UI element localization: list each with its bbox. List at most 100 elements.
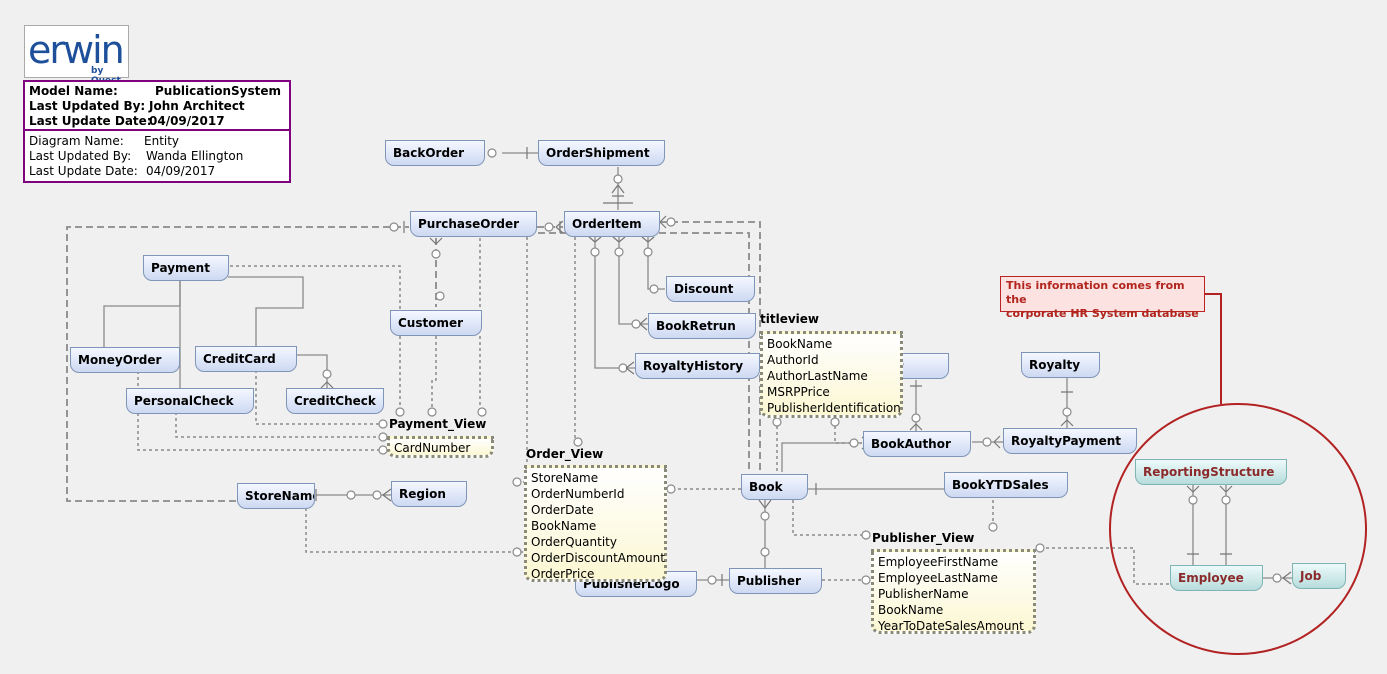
rel-orderitem-bookretrun [618, 237, 648, 325]
entity-bookauthor[interactable]: BookAuthor [863, 431, 971, 457]
view-column: MSRPPrice [767, 385, 830, 399]
rel-orderitem-book [660, 221, 761, 472]
card-circle [477, 407, 487, 417]
entity-creditcheck[interactable]: CreditCheck [286, 388, 384, 414]
card-circle [760, 511, 770, 521]
entity-bookretrun[interactable]: BookRetrun [648, 313, 756, 339]
entity-book[interactable]: Book [741, 474, 808, 500]
erwin-logo: erwin by Quest [24, 25, 129, 86]
view-rel-creditcard [255, 370, 383, 425]
entity-customer[interactable]: Customer [390, 310, 482, 336]
view-column: BookName [767, 337, 833, 351]
entity-publisher[interactable]: Publisher [729, 568, 822, 594]
order-view-title: Order_View [526, 447, 604, 461]
card-circle [613, 174, 623, 184]
note-connector [1205, 293, 1222, 404]
view-column: YearToDateSalesAmount [878, 619, 1024, 633]
card-circle [649, 284, 659, 294]
card-circle [643, 247, 653, 257]
view-column: OrderDiscountAmount [531, 551, 665, 565]
diagram-update-date-row: Last Update Date:04/09/2017 [29, 164, 215, 178]
entity-personalcheck[interactable]: PersonalCheck [126, 388, 254, 414]
view-column: AuthorId [767, 353, 819, 367]
card-circle [830, 417, 840, 427]
entity-moneyorder[interactable]: MoneyOrder [70, 347, 180, 373]
rel-payment-moneyorder [103, 279, 181, 347]
entity-reportingstructure[interactable]: ReportingStructure [1135, 459, 1287, 485]
entity-backorder[interactable]: BackOrder [385, 140, 485, 166]
entity-bookytdsales[interactable]: BookYTDSales [944, 472, 1068, 498]
view-column: OrderNumberId [531, 487, 625, 501]
diagram-updated-by-label: Last Updated By: [29, 149, 132, 163]
rel-book-bookauthor [781, 442, 862, 472]
view-column: EmployeeLastName [878, 571, 998, 585]
card-circle [982, 437, 992, 447]
card-circle [988, 522, 998, 532]
card-circle [389, 222, 399, 232]
card-circle [707, 575, 717, 585]
entity-royaltyhistory[interactable]: RoyaltyHistory [635, 353, 760, 379]
view-column: EmployeeFirstName [878, 555, 999, 569]
updated-by-value: John Architect [149, 99, 245, 113]
hr-system-note: This information comes from the corporat… [1000, 276, 1205, 320]
updated-by-row: Last Updated By:John Architect [29, 99, 245, 113]
card-circle [1062, 407, 1072, 417]
card-circle [346, 490, 356, 500]
titleview-title: titleview [760, 312, 819, 326]
view-rel-personalcheck [175, 412, 383, 438]
card-circle [395, 407, 405, 417]
card-circle [1188, 495, 1198, 505]
view-payment-view[interactable]: CardNumber [387, 436, 494, 458]
entity-royalty[interactable]: Royalty [1021, 352, 1100, 378]
hr-highlight-circle [1109, 403, 1367, 655]
card-circle [322, 369, 332, 379]
diagram-name-value: Entity [144, 134, 180, 148]
card-circle [631, 319, 641, 329]
card-circle [861, 575, 871, 585]
entity-payment[interactable]: Payment [143, 255, 229, 281]
publisher-view-title: Publisher_View [872, 531, 975, 545]
view-rel-purchaseorder-order [517, 237, 528, 483]
note-line-1: This information comes from the [1006, 279, 1185, 306]
view-rel-customer-1 [431, 336, 437, 412]
info-divider [25, 129, 289, 131]
view-column: OrderQuantity [531, 535, 617, 549]
entity-royaltypayment[interactable]: RoyaltyPayment [1003, 428, 1137, 454]
rel-orderitem-discount [647, 237, 665, 290]
view-column: PublisherIdentification [767, 401, 901, 415]
card-circle [378, 419, 388, 429]
entity-region[interactable]: Region [391, 481, 467, 507]
card-circle [487, 148, 497, 158]
entity-creditcard[interactable]: CreditCard [195, 346, 297, 372]
entity-employee[interactable]: Employee [1170, 565, 1263, 591]
note-line-2: corporate HR System database [1006, 307, 1199, 320]
rel-creditcard-creditcheck [297, 354, 328, 388]
view-column: OrderDate [531, 503, 594, 517]
entity-storename[interactable]: StoreName [237, 483, 315, 509]
view-column: AuthorLastName [767, 369, 868, 383]
entity-purchaseorder[interactable]: PurchaseOrder [410, 211, 537, 237]
diagram-updated-by-value: Wanda Ellington [146, 149, 244, 163]
view-column: CardNumber [394, 441, 471, 455]
card-circle [573, 437, 583, 447]
entity-job[interactable]: Job [1292, 563, 1346, 589]
updated-by-label: Last Updated By: [29, 99, 146, 113]
card-circle [372, 490, 382, 500]
update-date-label: Last Update Date: [29, 114, 152, 128]
model-name-label: Model Name: [29, 84, 118, 98]
view-rel-storename [305, 508, 526, 553]
card-circle [1035, 543, 1045, 553]
view-rel-employee-publisherview [1040, 547, 1170, 585]
card-circle [772, 417, 782, 427]
card-circle [1272, 573, 1282, 583]
entity-orderitem[interactable]: OrderItem [564, 211, 660, 237]
entity-ordershipment[interactable]: OrderShipment [538, 140, 665, 166]
view-column: PublisherName [878, 587, 969, 601]
view-column: BookName [531, 519, 597, 533]
diagram-update-date-label: Last Update Date: [29, 164, 138, 178]
entity-discount[interactable]: Discount [666, 276, 755, 302]
rel-orderitem-royaltyhistory [594, 237, 635, 369]
